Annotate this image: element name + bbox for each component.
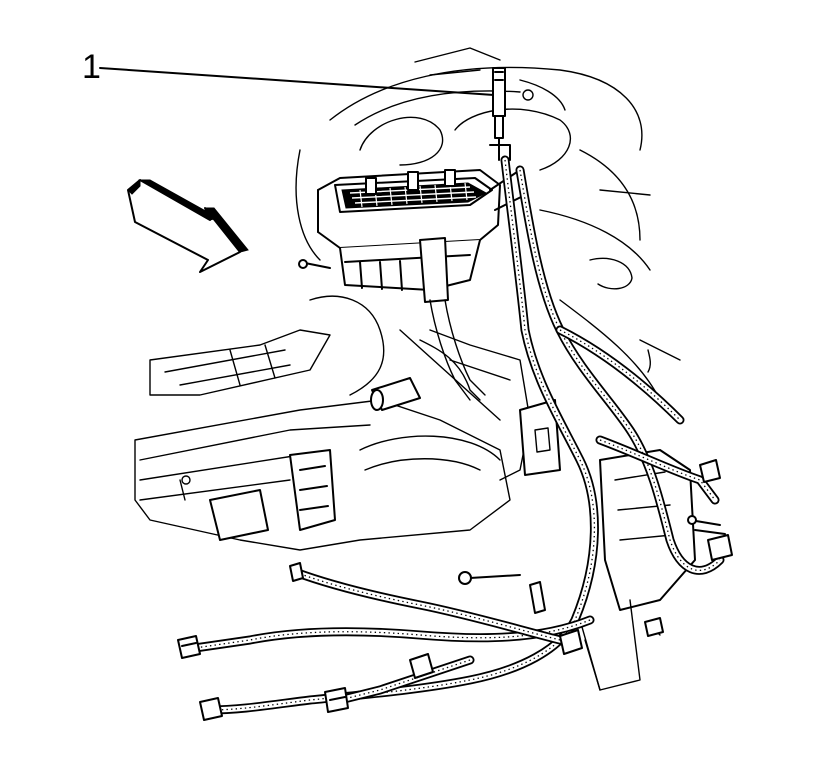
harness-connectors <box>177 459 733 721</box>
connector-center <box>559 629 583 655</box>
callout-1-leader-line <box>99 67 495 96</box>
connector-right-terminal <box>644 617 664 637</box>
connector-mid-lower <box>409 653 434 679</box>
cable-end-upper-left <box>289 562 304 582</box>
callout-label-1: 1 <box>82 48 101 86</box>
probe-handle <box>492 67 506 117</box>
connector-right-upper <box>699 459 721 483</box>
connector-right-lower <box>707 534 733 561</box>
underhood-fuse-block <box>298 169 526 303</box>
connector-bottom <box>324 687 349 713</box>
probe-shaft <box>494 115 504 139</box>
direction-arrow-icon <box>127 178 249 273</box>
upper-body-structure <box>295 47 681 401</box>
connector-left-upper <box>177 635 201 659</box>
fastener-nut <box>458 571 472 585</box>
connector-left-lower <box>199 697 223 721</box>
frame-rail-and-tray <box>134 295 561 551</box>
callout-1-probe <box>99 67 511 161</box>
right-side-bracket <box>579 449 696 691</box>
